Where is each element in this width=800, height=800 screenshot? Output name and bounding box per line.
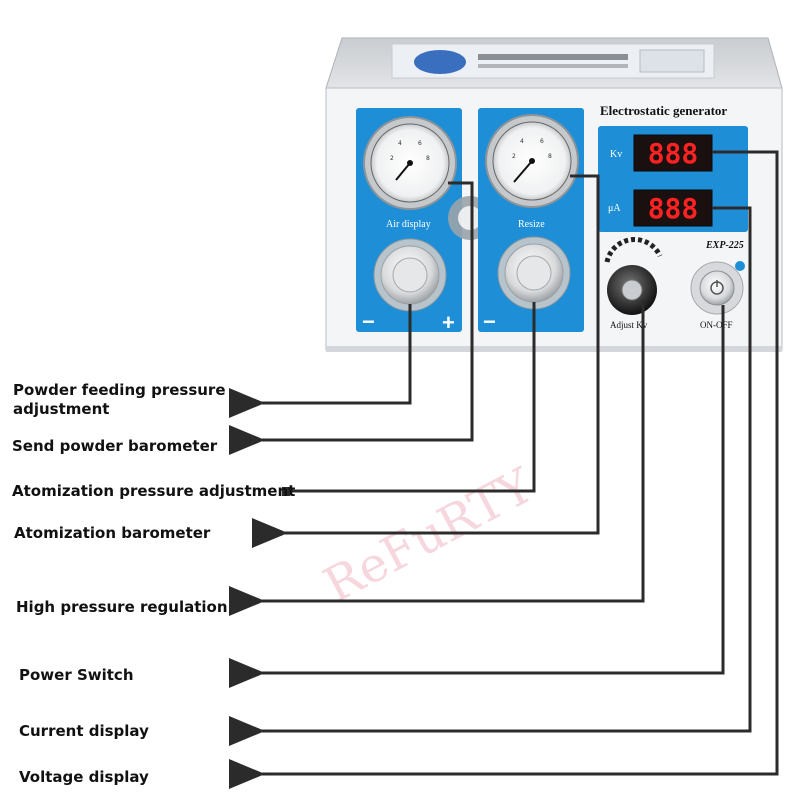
svg-text:4: 4 xyxy=(398,140,402,147)
callout-high-pressure-regulation: High pressure regulation xyxy=(16,598,228,617)
switch-label: ON-OFF xyxy=(700,320,733,330)
callout-line: Powder feeding pressure xyxy=(13,381,226,399)
leader-current-display xyxy=(229,206,752,746)
current-display-screen xyxy=(633,189,713,227)
callout-atomization-barometer: Atomization barometer xyxy=(14,524,210,543)
adjust-kv-label: Adjust Kv xyxy=(610,320,648,330)
kv-label: Kv xyxy=(610,149,622,160)
minus-sign: − xyxy=(362,309,375,334)
callout-line: adjustment xyxy=(13,400,110,418)
watermark: ReFuRTY xyxy=(315,457,544,614)
svg-text:8: 8 xyxy=(426,155,430,162)
leader-lines xyxy=(229,150,779,789)
leader-atomization-barometer xyxy=(252,174,600,548)
power-icon xyxy=(735,261,745,271)
callout-powder-feeding-pressure-adjustment: Powder feeding pressure adjustment xyxy=(13,381,226,419)
left-control-panel: 2 4 6 8 Air display − + xyxy=(356,108,462,335)
plus-sign: + xyxy=(442,310,455,335)
callout-voltage-display: Voltage display xyxy=(19,768,149,787)
callout-line: Current display xyxy=(19,722,149,740)
leader-high-pressure xyxy=(229,300,645,616)
callout-line: Power Switch xyxy=(19,666,134,684)
brand-logo xyxy=(414,50,466,74)
gauge-needle xyxy=(513,160,533,183)
leader-power-switch xyxy=(229,305,725,688)
callout-line: Atomization pressure adjustment xyxy=(12,482,296,500)
minus-sign: − xyxy=(483,309,496,334)
svg-text:6: 6 xyxy=(418,140,422,147)
left-gauge-label: Air display xyxy=(386,219,431,230)
callout-line: High pressure regulation xyxy=(16,598,228,616)
callout-line: Send powder barometer xyxy=(12,437,218,455)
leader-send-powder-barometer xyxy=(229,181,474,455)
right-gauge-label: Resize xyxy=(518,219,545,230)
svg-text:2: 2 xyxy=(390,155,394,162)
callout-send-powder-barometer: Send powder barometer xyxy=(12,437,217,456)
gauge-needle xyxy=(395,162,411,181)
device-title: Electrostatic generator xyxy=(600,103,727,118)
ua-label: μA xyxy=(608,203,621,214)
kv-reading: 888 xyxy=(648,137,699,170)
leader-powder-feeding xyxy=(229,304,412,418)
callout-power-switch: Power Switch xyxy=(19,666,134,685)
callout-line: Voltage display xyxy=(19,768,149,786)
ua-reading: 888 xyxy=(648,192,699,225)
svg-text:8: 8 xyxy=(548,153,552,160)
callout-line: Atomization barometer xyxy=(14,524,211,542)
svg-text:6: 6 xyxy=(540,138,544,145)
leader-voltage-display xyxy=(229,150,779,789)
callout-current-display: Current display xyxy=(19,722,149,741)
power-switch-button[interactable] xyxy=(699,270,735,306)
svg-text:4: 4 xyxy=(520,138,524,145)
model-label: EXP-225 xyxy=(705,240,744,251)
leader-terminal xyxy=(282,487,290,496)
callout-atomization-pressure-adjustment: Atomization pressure adjustment xyxy=(12,482,295,501)
svg-text:2: 2 xyxy=(512,153,516,160)
right-control-panel: 2 4 6 8 Resize − xyxy=(478,108,584,334)
knob-scale xyxy=(604,236,663,263)
leader-atomization-adjustment xyxy=(285,302,536,493)
